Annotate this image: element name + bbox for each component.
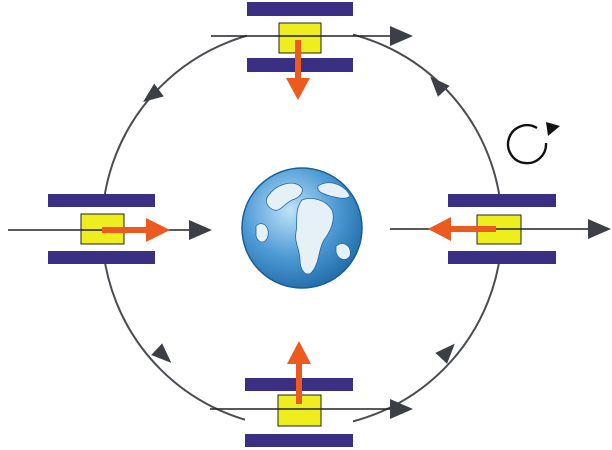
box-bottom-band-lower [245, 434, 353, 447]
velocity-arrow-right [588, 219, 611, 239]
box-bottom [210, 341, 413, 447]
box-left-band-lower [48, 251, 155, 264]
orbit-arrow-upper-right [430, 76, 450, 97]
box-right-band-upper [448, 194, 556, 207]
velocity-arrow-top [390, 26, 413, 46]
orbit-arrow-upper-left [143, 83, 164, 103]
box-left [8, 194, 212, 264]
force-arrow-left [102, 218, 170, 242]
velocity-arrow-left [189, 220, 212, 240]
force-arrow-bottom [287, 341, 311, 404]
force-arrow-top [286, 40, 310, 100]
box-right-band-lower [448, 251, 556, 264]
clockwise-rotation-icon [506, 122, 560, 165]
box-bottom-mass [277, 394, 322, 427]
box-top-band-upper [247, 2, 353, 16]
earth-globe-icon [241, 167, 363, 289]
box-top [211, 2, 413, 100]
orbit-arrow-lower-left [151, 343, 172, 363]
box-right [390, 194, 611, 264]
force-arrow-right [428, 217, 496, 241]
orbit-direction-arrows [143, 76, 455, 364]
velocity-arrow-bottom [390, 399, 413, 419]
orbit-arrow-lower-right [435, 343, 455, 364]
box-left-band-upper [48, 194, 155, 207]
